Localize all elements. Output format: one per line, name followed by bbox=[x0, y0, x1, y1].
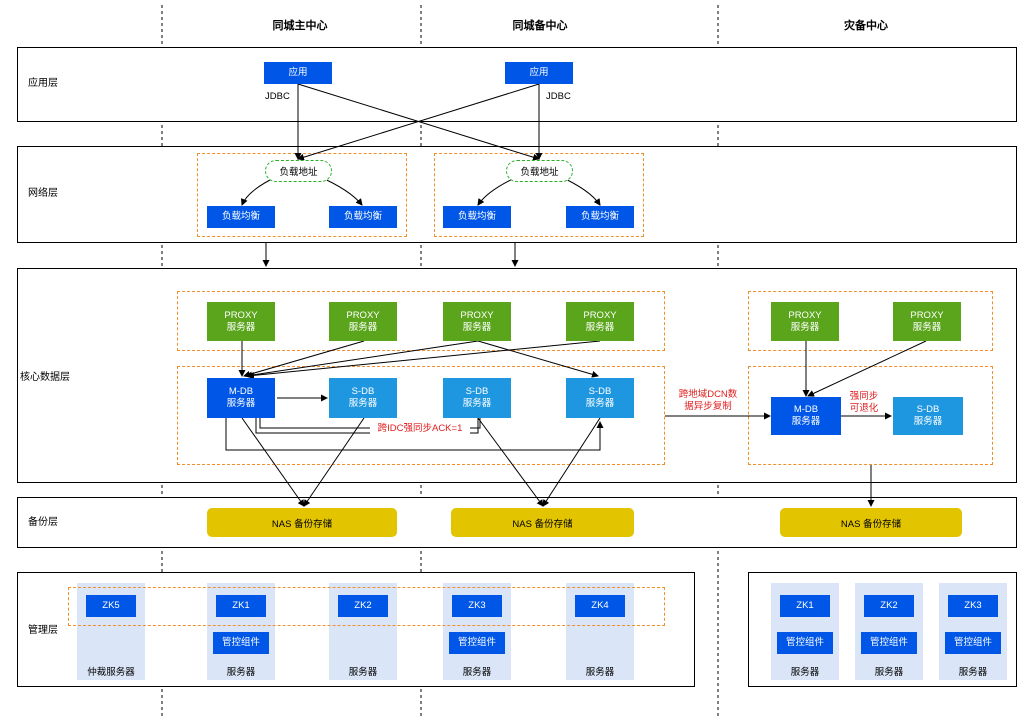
app-box-standby: 应用 bbox=[505, 62, 573, 84]
zk-node-dr-2: ZK2 bbox=[864, 595, 914, 617]
control-component-3: 管控组件 bbox=[449, 632, 505, 654]
server-label-2: 服务器 bbox=[348, 667, 378, 678]
app-layer bbox=[17, 47, 1017, 122]
proxy-server-subtitle: 服务器 bbox=[585, 321, 615, 333]
control-component-dr-1: 管控组件 bbox=[777, 632, 833, 654]
arbiter-server-label: 仲裁服务器 bbox=[87, 667, 135, 678]
degrade-note: 强同步 可退化 bbox=[840, 391, 888, 415]
nas-storage-standby: NAS 备份存储 bbox=[451, 508, 634, 537]
db-subtitle: 服务器 bbox=[462, 398, 492, 409]
zk-node-4: ZK4 bbox=[575, 595, 625, 617]
zk-node-5: ZK5 bbox=[86, 595, 136, 617]
proxy-server-title: PROXY bbox=[788, 309, 822, 321]
db-subtitle: 服务器 bbox=[791, 416, 821, 427]
zk-cluster-group bbox=[68, 587, 665, 626]
nas-storage-main: NAS 备份存储 bbox=[207, 508, 397, 537]
control-component-dr-3: 管控组件 bbox=[945, 632, 1001, 654]
proxy-server-subtitle: 服务器 bbox=[790, 321, 820, 333]
load-balancer-3: 负载均衡 bbox=[443, 206, 511, 228]
control-component-1: 管控组件 bbox=[213, 632, 269, 654]
proxy-server-title: PROXY bbox=[910, 309, 944, 321]
proxy-server-subtitle: 服务器 bbox=[226, 321, 256, 333]
proxy-server-title: PROXY bbox=[224, 309, 258, 321]
column-title-main: 同城主中心 bbox=[272, 20, 328, 32]
zk-node-3: ZK3 bbox=[452, 595, 502, 617]
db-subtitle: 服务器 bbox=[348, 398, 378, 409]
db-title: M-DB bbox=[228, 386, 254, 397]
layer-label-app: 应用层 bbox=[28, 78, 58, 89]
db-subtitle: 服务器 bbox=[585, 398, 615, 409]
server-label-3: 服务器 bbox=[462, 667, 492, 678]
sync-ack-note: 跨IDC强同步ACK=1 bbox=[370, 423, 470, 435]
nas-storage-dr: NAS 备份存储 bbox=[780, 508, 962, 537]
jdbc-label-standby: JDBC bbox=[546, 91, 571, 102]
cross-region-line-2: 据异步复制 bbox=[684, 401, 732, 412]
column-title-dr: 灾备中心 bbox=[844, 20, 888, 32]
load-balancer-2: 负载均衡 bbox=[329, 206, 397, 228]
layer-label-network: 网络层 bbox=[28, 188, 58, 199]
degrade-line-1: 强同步 bbox=[849, 391, 879, 402]
server-label-4: 服务器 bbox=[585, 667, 615, 678]
db-title: S-DB bbox=[588, 386, 612, 397]
proxy-server-title: PROXY bbox=[346, 309, 380, 321]
column-title-standby: 同城备中心 bbox=[512, 20, 568, 32]
server-label-dr-1: 服务器 bbox=[790, 667, 820, 678]
db-title: M-DB bbox=[793, 404, 819, 415]
server-label-dr-2: 服务器 bbox=[874, 667, 904, 678]
proxy-server-subtitle: 服务器 bbox=[462, 321, 492, 333]
jdbc-label-main: JDBC bbox=[265, 91, 290, 102]
proxy-server-subtitle: 服务器 bbox=[348, 321, 378, 333]
lb-address-standby: 负载地址 bbox=[506, 160, 573, 182]
proxy-server-title: PROXY bbox=[460, 309, 494, 321]
layer-label-mgmt: 管理层 bbox=[28, 625, 58, 636]
proxy-server-title: PROXY bbox=[583, 309, 617, 321]
cross-region-line-1: 跨地域DCN数 bbox=[678, 389, 738, 400]
server-label-dr-3: 服务器 bbox=[958, 667, 988, 678]
cross-region-note: 跨地域DCN数 据异步复制 bbox=[668, 389, 748, 413]
zk-node-1: ZK1 bbox=[216, 595, 266, 617]
zk-node-dr-3: ZK3 bbox=[948, 595, 998, 617]
zk-node-2: ZK2 bbox=[338, 595, 388, 617]
db-title: S-DB bbox=[465, 386, 489, 397]
layer-label-core: 核心数据层 bbox=[20, 372, 70, 383]
zk-node-dr-1: ZK1 bbox=[780, 595, 830, 617]
proxy-server-subtitle: 服务器 bbox=[912, 321, 942, 333]
app-box-main: 应用 bbox=[264, 62, 332, 84]
layer-label-backup: 备份层 bbox=[28, 517, 58, 528]
db-title: S-DB bbox=[916, 404, 940, 415]
db-title: S-DB bbox=[351, 386, 375, 397]
db-subtitle: 服务器 bbox=[913, 416, 943, 427]
db-subtitle: 服务器 bbox=[226, 398, 256, 409]
control-component-dr-2: 管控组件 bbox=[861, 632, 917, 654]
load-balancer-4: 负载均衡 bbox=[566, 206, 634, 228]
lb-address-main: 负载地址 bbox=[265, 160, 332, 182]
server-label-1: 服务器 bbox=[226, 667, 256, 678]
degrade-line-2: 可退化 bbox=[849, 403, 879, 414]
load-balancer-1: 负载均衡 bbox=[207, 206, 275, 228]
